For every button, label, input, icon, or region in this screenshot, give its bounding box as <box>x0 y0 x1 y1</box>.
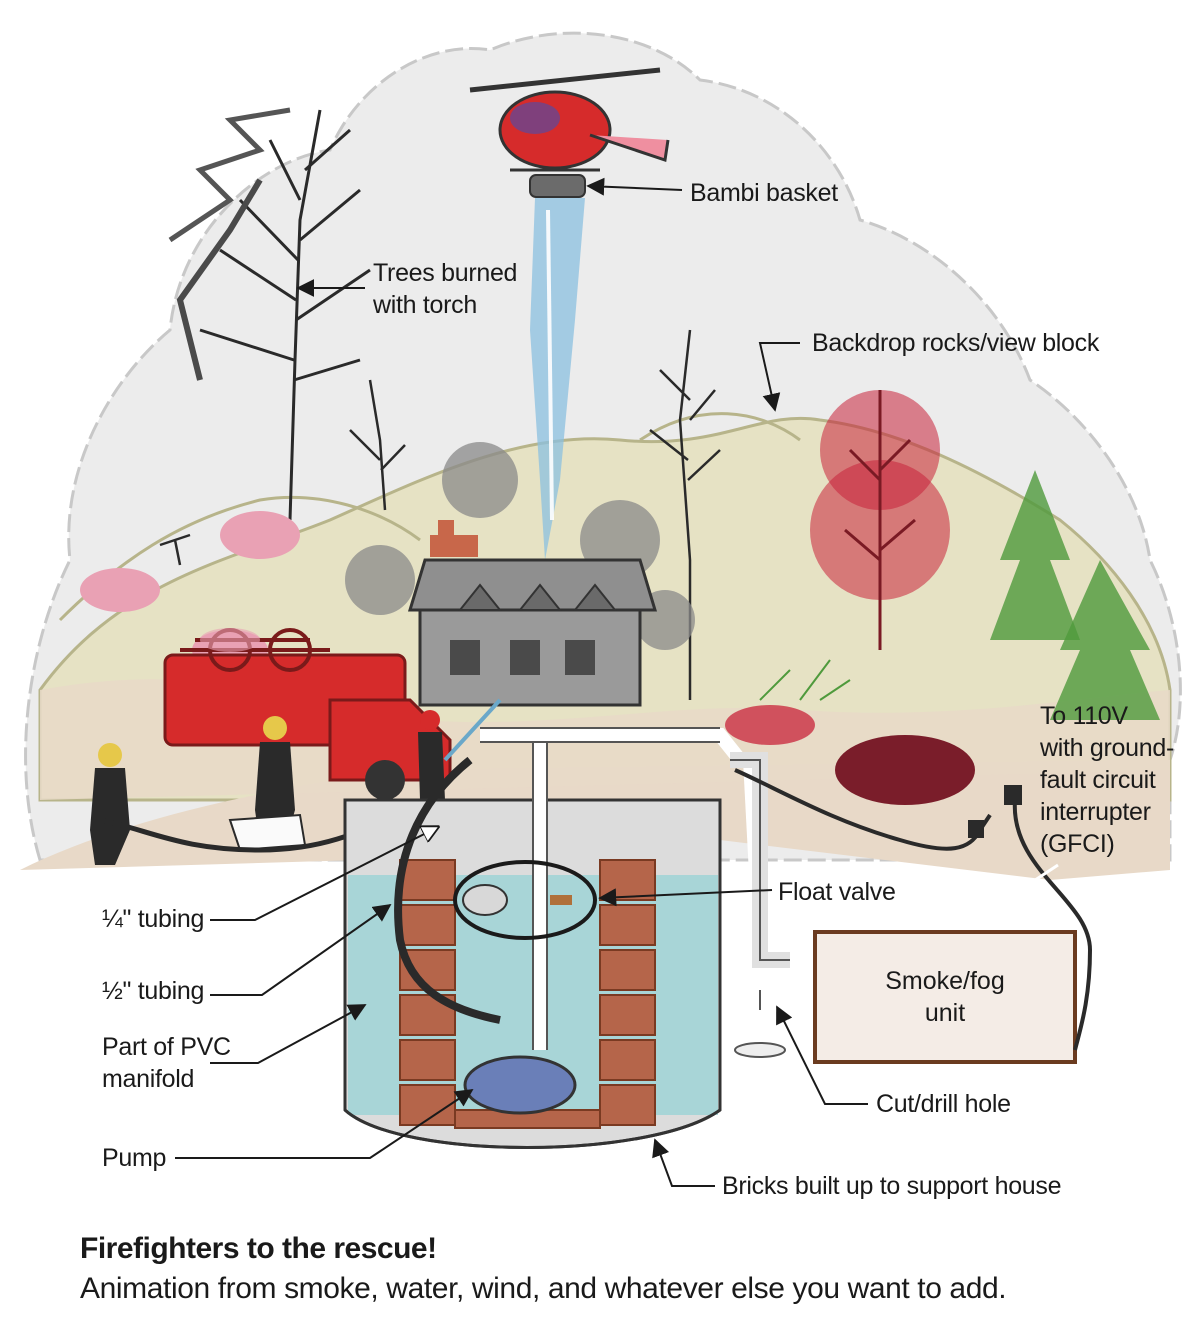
label-backdrop-rocks: Backdrop rocks/view block <box>812 329 1100 357</box>
label-smoke-fog-unit-line1: Smoke/fog <box>885 967 1005 995</box>
leader-pvc-manifold <box>210 1004 367 1064</box>
label-trees-burned-line1: Trees burned <box>373 259 518 287</box>
leader-float-valve <box>598 888 773 907</box>
smoke-fog-unit-box <box>813 930 1077 1064</box>
dark-red-bush <box>835 735 975 805</box>
label-bricks: Bricks built up to support house <box>722 1172 1062 1200</box>
tubing <box>394 756 501 1024</box>
leader-bambi-basket <box>586 177 683 196</box>
label-bambi-basket: Bambi basket <box>690 179 838 207</box>
label-power-line2: with ground- <box>1040 734 1174 762</box>
callout-leaders <box>175 177 1059 1187</box>
label-trees-burned-line2: with torch <box>373 291 477 319</box>
caption-subtitle: Animation from smoke, water, wind, and w… <box>80 1272 1007 1305</box>
float-valve <box>462 884 572 916</box>
label-cut-drill-hole: Cut/drill hole <box>876 1090 1011 1118</box>
leader-half-tubing <box>210 903 392 996</box>
bambi-basket-bucket <box>529 174 586 198</box>
helicopter <box>469 67 670 172</box>
label-power-line4: interrupter <box>1040 798 1151 826</box>
house-smoke-puffs <box>345 442 695 650</box>
burned-tree-small <box>159 329 721 700</box>
float-valve-highlight <box>453 860 597 940</box>
water-drop-stream <box>530 198 585 560</box>
drain-pipe <box>730 752 790 1058</box>
caption-title: Firefighters to the rescue! <box>80 1232 437 1265</box>
leader-bricks <box>652 1138 715 1187</box>
leader-power <box>1019 863 1059 892</box>
label-power-line1: To 110V <box>1040 702 1128 730</box>
brick-columns <box>399 859 656 1129</box>
label-smoke-fog-unit-line2: unit <box>924 999 966 1027</box>
red-foliage-tree <box>725 390 950 745</box>
house <box>407 520 658 707</box>
pump <box>463 1055 577 1115</box>
label-quarter-tubing: ¼" tubing <box>102 905 205 933</box>
leader-cut-drill <box>776 1005 868 1105</box>
leader-backdrop-rocks <box>758 342 800 412</box>
label-power-line5: (GFCI) <box>1040 830 1115 858</box>
label-power-line3: fault circuit <box>1040 766 1156 794</box>
label-pump: Pump <box>102 1144 167 1172</box>
evergreen-trees <box>990 470 1160 720</box>
label-pvc-manifold-line1: Part of PVC <box>102 1033 231 1061</box>
label-half-tubing: ½" tubing <box>102 977 205 1005</box>
firefighters <box>90 710 445 865</box>
leader-quarter-tubing <box>210 827 438 921</box>
plug-icon <box>968 785 1022 838</box>
label-pvc-manifold-line2: manifold <box>102 1065 195 1093</box>
label-float-valve: Float valve <box>778 878 896 906</box>
burned-tree-large <box>168 107 371 521</box>
pvc-manifold-outline <box>480 727 720 1050</box>
leader-pump <box>175 1089 474 1159</box>
